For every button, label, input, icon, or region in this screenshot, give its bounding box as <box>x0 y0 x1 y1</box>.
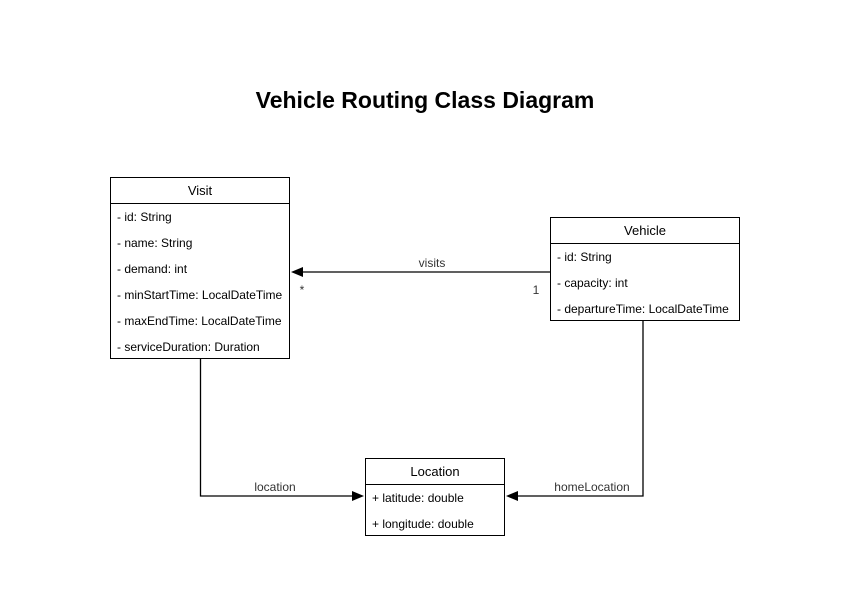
diagram-title: Vehicle Routing Class Diagram <box>255 87 595 113</box>
attribute-row: - serviceDuration: Duration <box>117 340 260 354</box>
visits-association-label: visits <box>418 256 446 270</box>
attribute-row: - id: String <box>557 250 612 264</box>
class-attributes-vehicle: - id: String - capacity: int - departure… <box>551 244 739 322</box>
class-title-vehicle: Vehicle <box>551 218 739 244</box>
class-attributes-visit: - id: String - name: String - demand: in… <box>111 204 289 360</box>
homelocation-association-line <box>517 321 644 497</box>
homelocation-arrowhead-icon <box>506 491 518 501</box>
visits-target-multiplicity: * <box>299 283 305 297</box>
attribute-row: + latitude: double <box>372 491 464 505</box>
attribute-row: + longitude: double <box>372 517 474 531</box>
class-attributes-location: + latitude: double + longitude: double <box>366 485 504 537</box>
class-title-visit: Visit <box>111 178 289 204</box>
attribute-row: - name: String <box>117 236 193 250</box>
class-node-vehicle: Vehicle - id: String - capacity: int - d… <box>550 217 740 321</box>
location-association-edge <box>199 359 364 501</box>
visits-association-edge <box>291 267 550 277</box>
class-node-location: Location + latitude: double + longitude:… <box>365 458 505 536</box>
attribute-row: - demand: int <box>117 262 188 276</box>
attribute-row: - capacity: int <box>557 276 628 290</box>
location-association-label: location <box>254 480 296 494</box>
attribute-row: - minStartTime: LocalDateTime <box>117 288 283 302</box>
homelocation-association-edge <box>506 321 644 501</box>
location-association-line <box>199 359 353 497</box>
class-title-location: Location <box>366 459 504 485</box>
attribute-row: - departureTime: LocalDateTime <box>557 302 729 316</box>
visits-arrowhead-icon <box>291 267 303 277</box>
class-node-visit: Visit - id: String - name: String - dema… <box>110 177 290 359</box>
attribute-row: - maxEndTime: LocalDateTime <box>117 314 282 328</box>
homelocation-association-label: homeLocation <box>554 480 630 494</box>
visits-source-multiplicity: 1 <box>532 283 540 297</box>
location-arrowhead-icon <box>352 491 364 501</box>
attribute-row: - id: String <box>117 210 172 224</box>
